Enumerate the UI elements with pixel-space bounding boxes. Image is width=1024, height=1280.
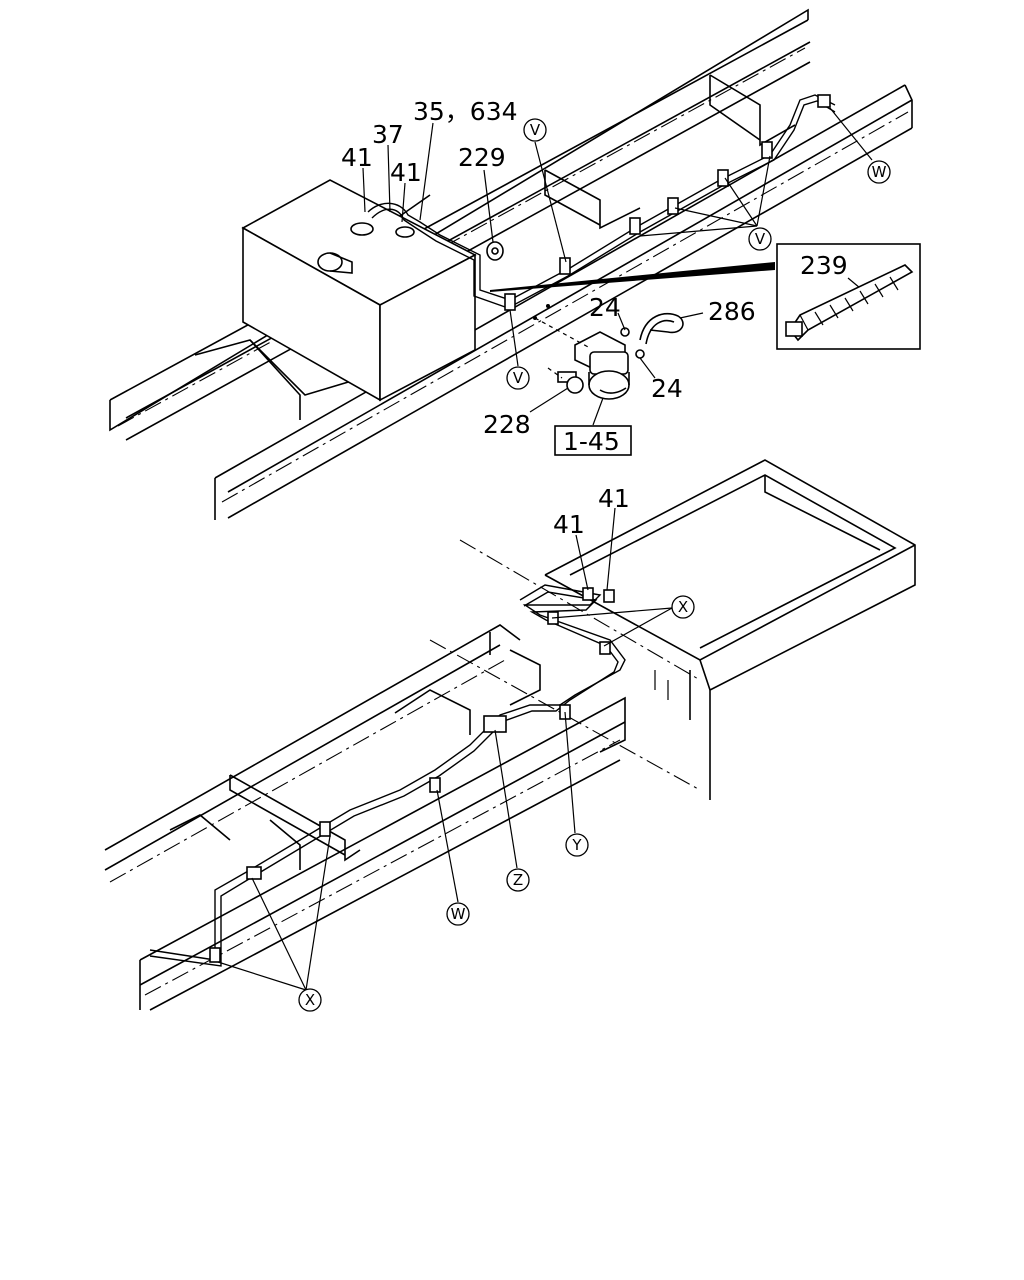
callout-v-bottom: V [506, 366, 530, 390]
callout-z-letter: Z [513, 871, 523, 889]
callout-v-top-letter: V [530, 121, 541, 139]
top-frame-rails [109, 8, 913, 520]
leaders-bottom [217, 507, 673, 991]
label-24-upper: 24 [589, 293, 621, 322]
callout-z: Z [506, 868, 530, 892]
callout-v-right-letter: V [755, 230, 766, 248]
callout-w-top: W [867, 160, 891, 184]
ref-box-1-45 [554, 425, 632, 456]
leaders-top [362, 107, 873, 426]
label-41-tank-right: 41 [390, 158, 422, 187]
callout-x-bottom: X [298, 988, 322, 1012]
callout-x-top: X [671, 595, 695, 619]
label-41-bottom-left: 41 [553, 510, 585, 539]
fuel-tank [241, 179, 477, 402]
label-41-tank-left: 41 [341, 143, 373, 172]
callout-x-top-letter: X [678, 598, 688, 616]
label-286: 286 [708, 297, 756, 326]
label-228: 228 [483, 410, 531, 439]
callout-v-top: V [523, 118, 547, 142]
label-24-lower: 24 [651, 374, 683, 403]
callout-y: Y [565, 833, 589, 857]
inset-part-number: 239 [800, 251, 848, 280]
label-41-bottom-right: 41 [598, 484, 630, 513]
inset-leader [490, 262, 775, 292]
callout-w-bottom: W [446, 902, 470, 926]
callout-w-bottom-letter: W [451, 905, 466, 923]
fuel-lines-bottom [149, 584, 626, 967]
fuel-lines-top [367, 94, 836, 311]
callout-v-bottom-letter: V [513, 369, 524, 387]
label-35-634: 35，634 [413, 97, 518, 126]
label-37: 37 [372, 120, 404, 149]
callout-v-right: V [748, 227, 772, 251]
fuel-filter [533, 304, 684, 400]
callout-w-top-letter: W [872, 163, 887, 181]
inset-box-239: 239 [776, 243, 921, 350]
callout-y-letter: Y [571, 836, 582, 854]
label-229: 229 [458, 143, 506, 172]
callout-x-bottom-letter: X [305, 991, 315, 1009]
label-1-45: 1-45 [563, 427, 620, 456]
bottom-frame [104, 459, 916, 1011]
